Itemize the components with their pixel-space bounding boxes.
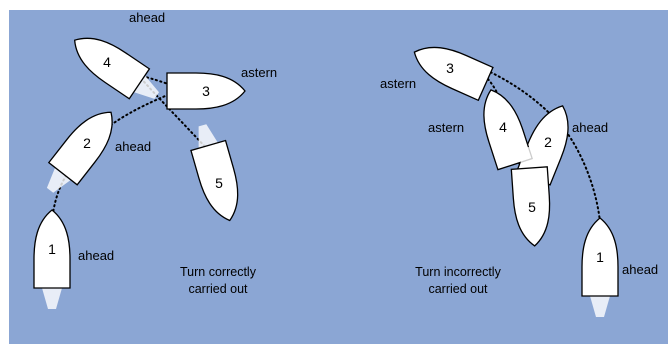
right-boat-3-label: astern [380, 76, 416, 91]
left-boat-5-number: 5 [215, 175, 223, 191]
left-boat-1-label: ahead [78, 248, 114, 263]
right-boat-4-label: astern [428, 120, 464, 135]
left-boat-2-number: 2 [83, 135, 91, 151]
left-boat-1-hull [33, 209, 71, 289]
left-boat-2-label: ahead [115, 139, 151, 154]
left-boat-4-wake [133, 75, 159, 99]
right-boat-5: 5 [510, 146, 551, 247]
left-boat-1-wake [42, 288, 62, 309]
left-boat-3-label: astern [241, 65, 277, 80]
left-boat-3-hull [166, 72, 246, 110]
left-boat-1-number: 1 [48, 241, 56, 257]
right-boat-1-wake [590, 296, 610, 317]
right-boat-2-label: ahead [572, 120, 608, 135]
left-boat-5: 5 [190, 124, 239, 222]
left-boat-5-hull [190, 139, 239, 222]
right-boat-5-hull [510, 166, 551, 247]
left-boat-5-wake [198, 124, 218, 149]
left-boat-2-wake [46, 167, 71, 193]
right-boat-5-wake [519, 146, 540, 169]
left-boat-3: 3 [166, 72, 246, 110]
right-boat-3: 3 [413, 46, 494, 102]
left-caption-line1: Turn correctly [180, 265, 257, 279]
right-boat-3-hull [413, 46, 494, 102]
left-boat-4-label: ahead [129, 10, 165, 25]
right-boat-2-number: 2 [544, 134, 552, 150]
water-background: 1 2 3 4 5 1 2 3 4 5 ahead astern ahead ahead Turn… [9, 10, 668, 344]
left-boat-2-hull [47, 111, 113, 186]
left-boat-4-number: 4 [103, 54, 111, 70]
right-boat-3-number: 3 [446, 60, 454, 76]
right-boat-5-number: 5 [528, 199, 536, 215]
right-boat-4: 4 [483, 89, 533, 171]
left-caption-line2: carried out [188, 282, 248, 296]
right-boat-4-hull [483, 89, 533, 171]
right-boat-1: 1 [581, 217, 619, 317]
right-caption-line2: carried out [428, 282, 488, 296]
right-boat-1-number: 1 [596, 249, 604, 265]
right-boat-4-number: 4 [499, 119, 507, 135]
left-track-main [51, 91, 176, 221]
right-caption-line1: Turn incorrectly [415, 265, 501, 279]
right-track-main [474, 64, 601, 223]
left-boat-3-number: 3 [202, 83, 210, 99]
left-boat-4: 4 [73, 37, 159, 100]
right-boat-1-hull [581, 217, 619, 297]
left-boat-4-hull [73, 37, 151, 100]
left-boat-2: 2 [46, 111, 113, 193]
right-boat-1-label: ahead [622, 262, 658, 277]
boats-layer: 1 2 3 4 5 1 2 3 4 5 [33, 37, 619, 317]
labels-layer: ahead astern ahead ahead Turn correctly … [78, 10, 658, 296]
left-boat-1: 1 [33, 209, 71, 309]
